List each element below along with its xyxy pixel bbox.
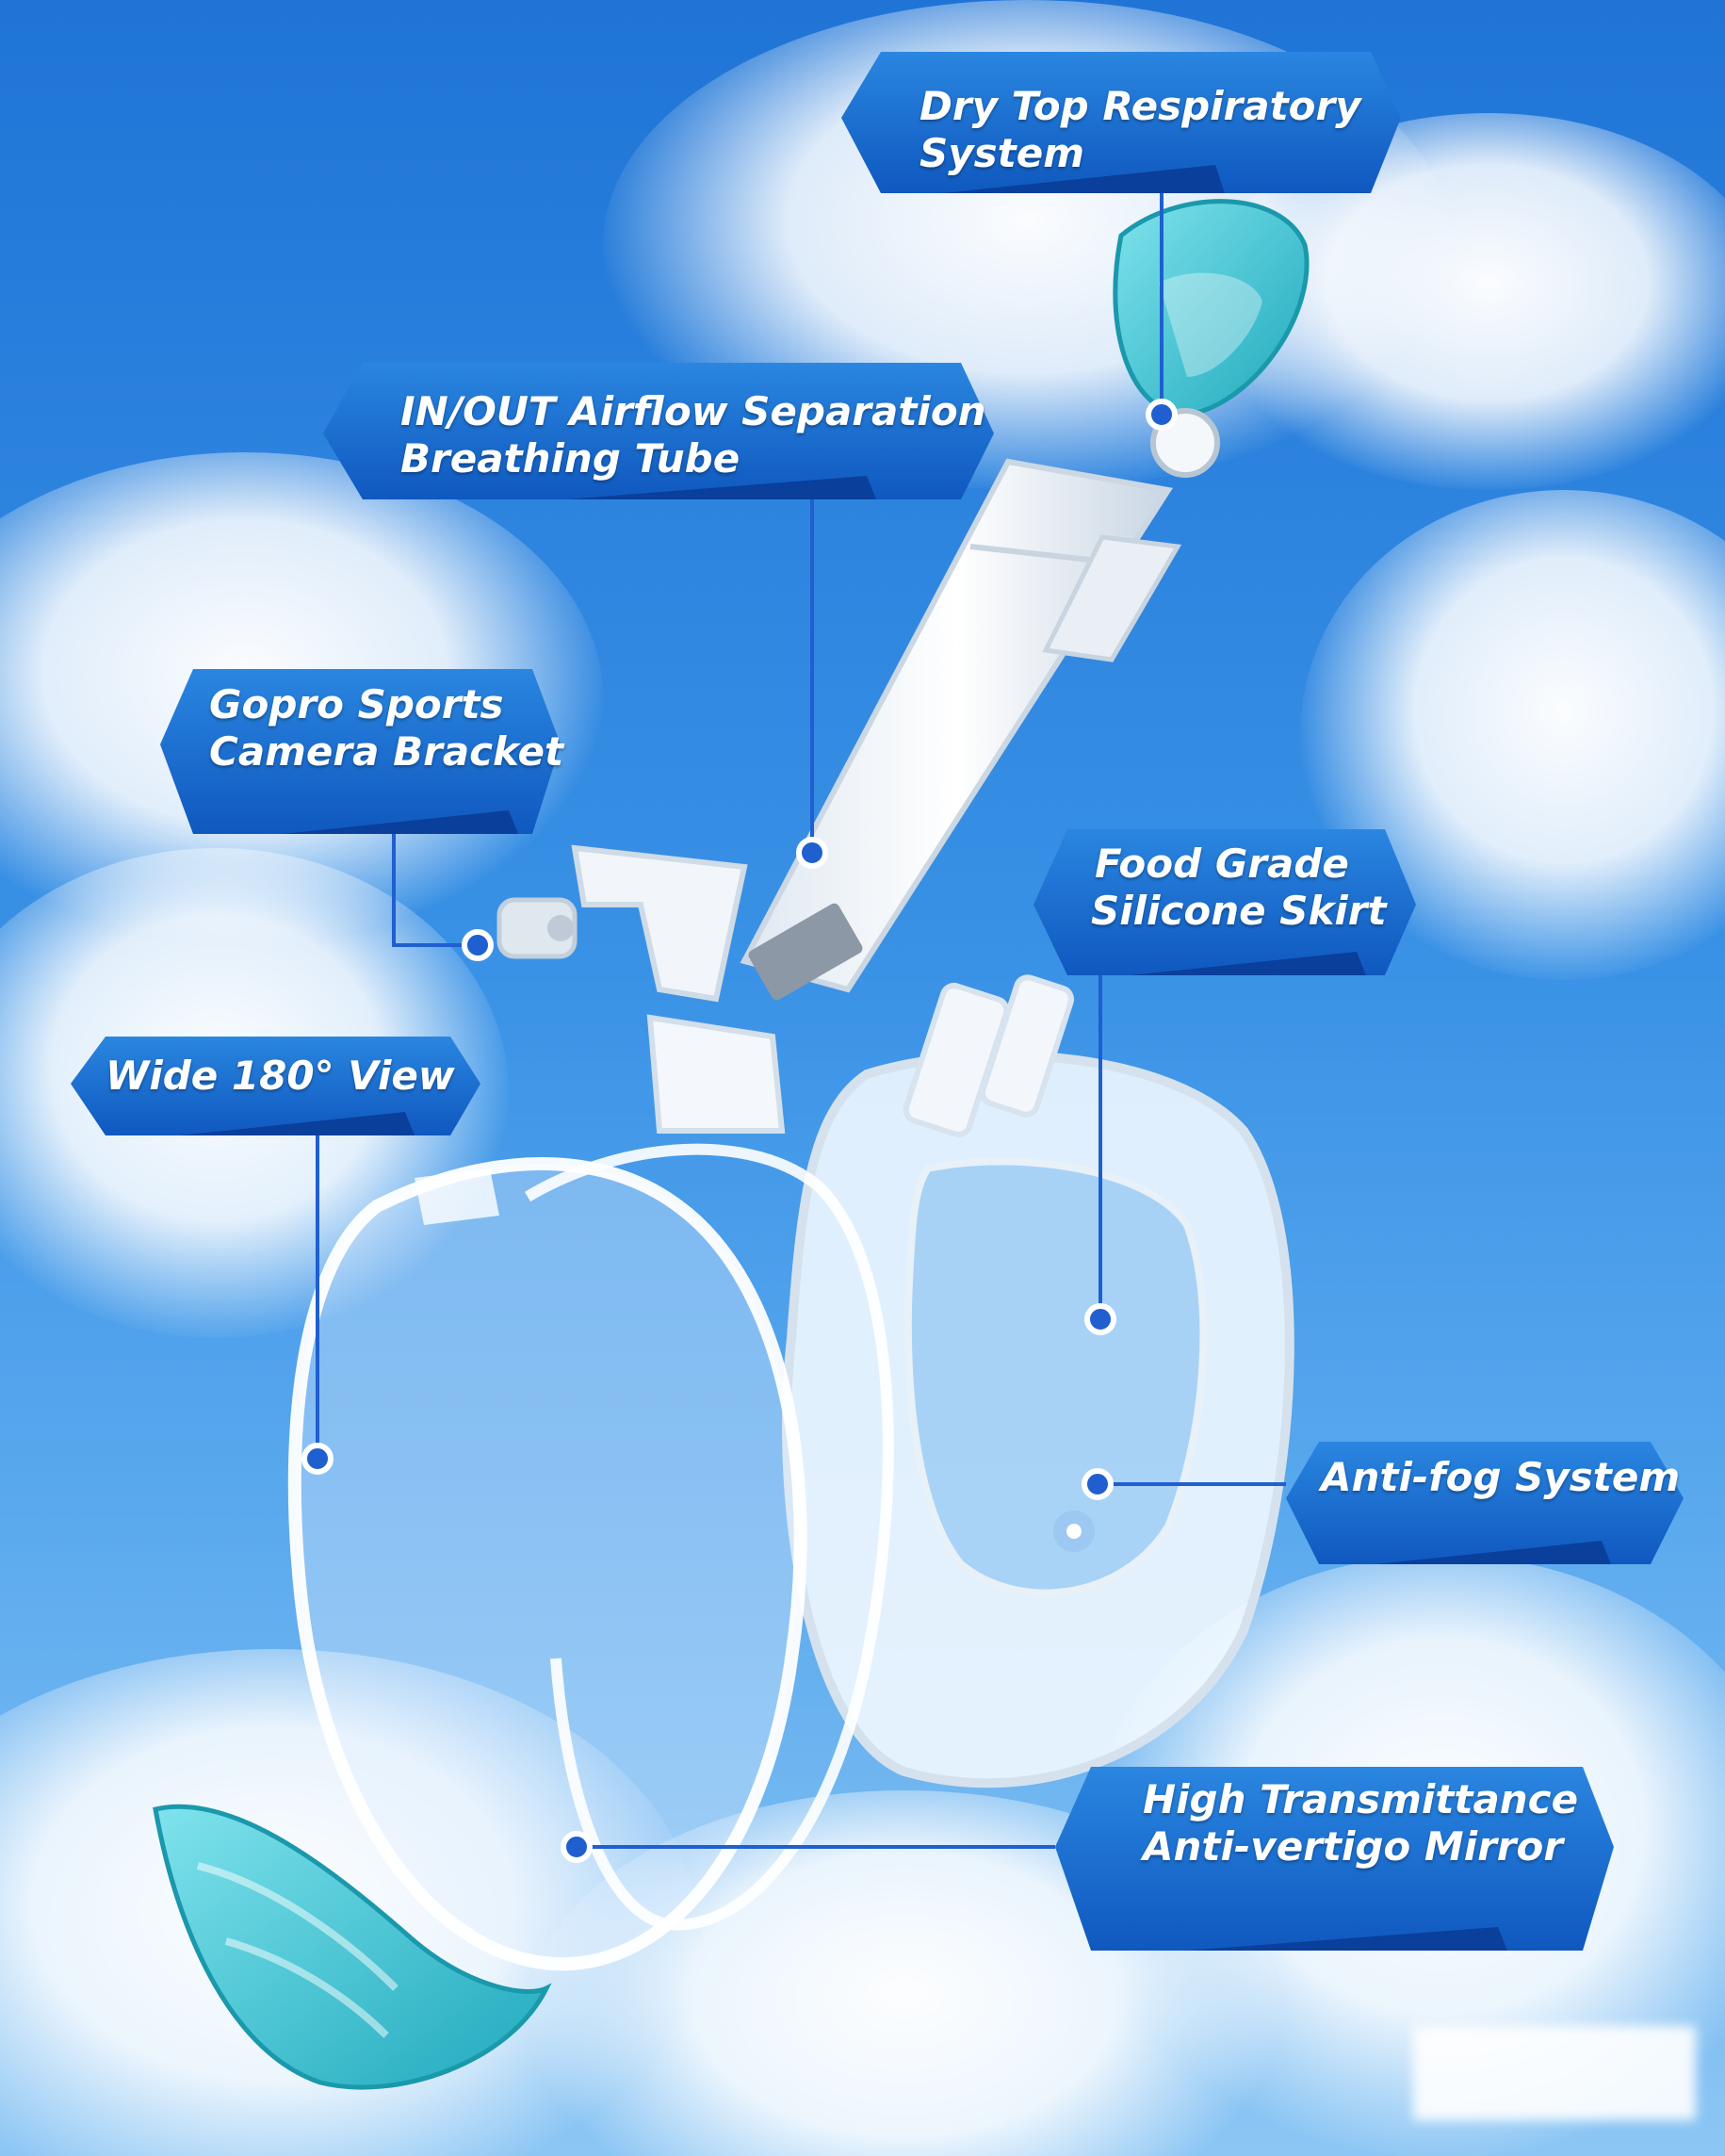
anti-fog-valve-icon [1053,1511,1095,1552]
callout-dry-top [841,52,1401,193]
callout-wide-view-text: Wide 180° View [106,1053,455,1100]
callout-mirror [1055,1767,1614,1951]
callout-dry-top-line1: Dry Top Respiratory [919,83,1361,129]
callout-mirror-line1: High Transmittance [1143,1776,1579,1822]
callout-shapes [71,52,1684,1951]
silicone-skirt [782,974,1294,1788]
leader-dots [301,399,1178,1863]
dry-top-valve [1113,199,1310,478]
callout-gopro-line1: Gopro Sports [209,681,504,727]
callout-airflow-text: IN/OUT Airflow Separation Breathing Tube [400,388,986,482]
callout-gopro-text: Gopro Sports Camera Bracket [209,681,563,776]
callout-airflow-line1: IN/OUT Airflow Separation [400,388,986,434]
callout-mirror-text: High Transmittance Anti-vertigo Mirror [1143,1776,1578,1870]
lens-frame [287,1014,894,1971]
callout-anti-fog [1286,1442,1684,1564]
callout-silicone-line2: Silicone Skirt [1091,888,1387,934]
callout-gopro-line2: Camera Bracket [209,728,564,775]
callout-dry-top-text: Dry Top Respiratory System [919,83,1361,177]
callout-anti-fog-line1: Anti-fog System [1321,1454,1681,1500]
breathing-tube [740,458,1182,1001]
gopro-camera-bracket [496,844,748,1003]
callout-wide-view [71,1037,480,1135]
callout-anti-fog-text: Anti-fog System [1321,1454,1680,1501]
callout-airflow-line2: Breathing Tube [400,435,740,482]
callout-mirror-line2: Anti-vertigo Mirror [1143,1823,1564,1870]
callout-wide-view-line1: Wide 180° View [106,1053,455,1099]
callout-dry-top-line2: System [919,130,1084,176]
callout-silicone [1033,829,1416,975]
callout-gopro [160,669,561,834]
callout-airflow [323,363,994,499]
teal-chin-piece [153,1804,552,2090]
callout-silicone-line1: Food Grade [1095,841,1349,887]
leader-lines [316,193,1286,1849]
corner-fade [1413,2026,1696,2120]
callout-silicone-text: Food Grade Silicone Skirt [1091,841,1387,935]
